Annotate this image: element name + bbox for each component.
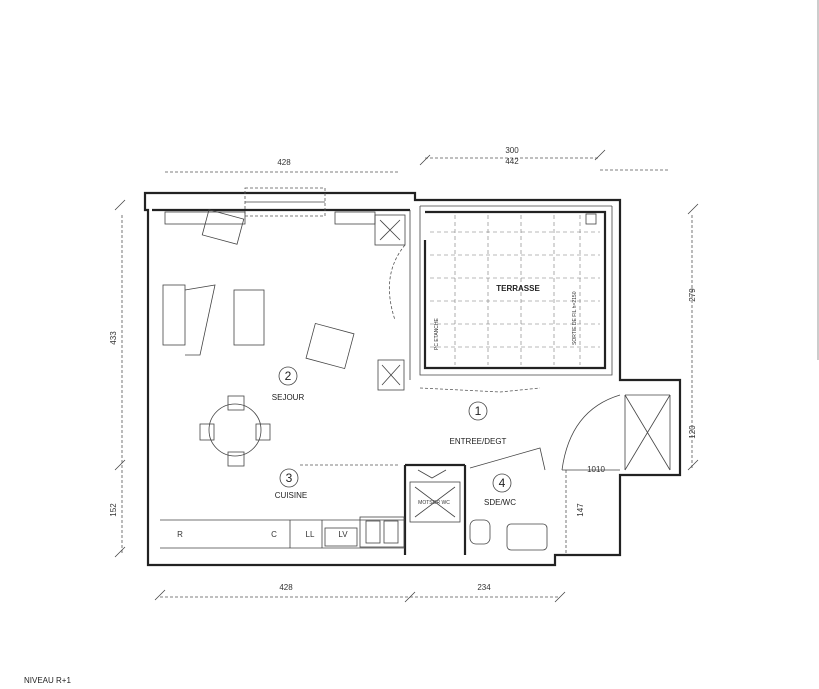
kitchen-label-c: C <box>271 530 277 539</box>
room-name-terrasse: TERRASSE <box>496 284 540 293</box>
dim-bottom-right: 234 <box>477 583 491 592</box>
kitchen-fixtures <box>289 516 405 548</box>
dim-top-outer: 300 <box>505 146 519 155</box>
dim-right-entry: 120 <box>688 425 697 439</box>
bath-note: MOTSOR WC <box>418 500 450 506</box>
door-swings <box>419 387 621 471</box>
room-name-sejour: SEJOUR <box>272 393 305 402</box>
dim-door-width: 1010 <box>587 465 605 474</box>
room-number-sejour: 2 <box>285 369 292 383</box>
kitchen-label-lv: LV <box>338 530 348 539</box>
dim-left-upper: 433 <box>109 331 118 345</box>
room-name-sde: SDE/WC <box>484 498 516 507</box>
bathroom-fixtures <box>409 469 548 551</box>
room-markers: 2 SEJOUR 3 CUISINE 1 ENTREE/DEGT 4 SDE/W… <box>272 284 541 507</box>
room-name-cuisine: CUISINE <box>275 491 307 500</box>
room-number-sde: 4 <box>499 476 506 490</box>
terrace-note-right: SORTIE DE FIL h=2150 <box>572 291 578 345</box>
dimension-lines <box>114 149 699 603</box>
dim-right-terrace: 279 <box>688 288 697 302</box>
room-name-entree: ENTREE/DEGT <box>450 437 507 446</box>
room-number-cuisine: 3 <box>286 471 293 485</box>
level-label: NIVEAU R+1 <box>24 676 71 685</box>
kitchen-label-ll: LL <box>306 530 315 539</box>
terrace-note-left: PC ETANCHE <box>434 317 440 350</box>
dim-top-right: 442 <box>505 157 519 166</box>
walls <box>143 187 682 567</box>
dim-left-lower: 152 <box>109 503 118 517</box>
room-number-entree: 1 <box>475 404 482 418</box>
page-edge <box>817 0 819 360</box>
kitchen-label-r: R <box>177 530 183 539</box>
dim-right-wc: 147 <box>576 503 585 517</box>
dim-top-left: 428 <box>277 158 291 167</box>
living-room-furniture <box>162 209 406 467</box>
dim-bottom-left: 428 <box>279 583 293 592</box>
terrace-grid <box>430 213 600 365</box>
